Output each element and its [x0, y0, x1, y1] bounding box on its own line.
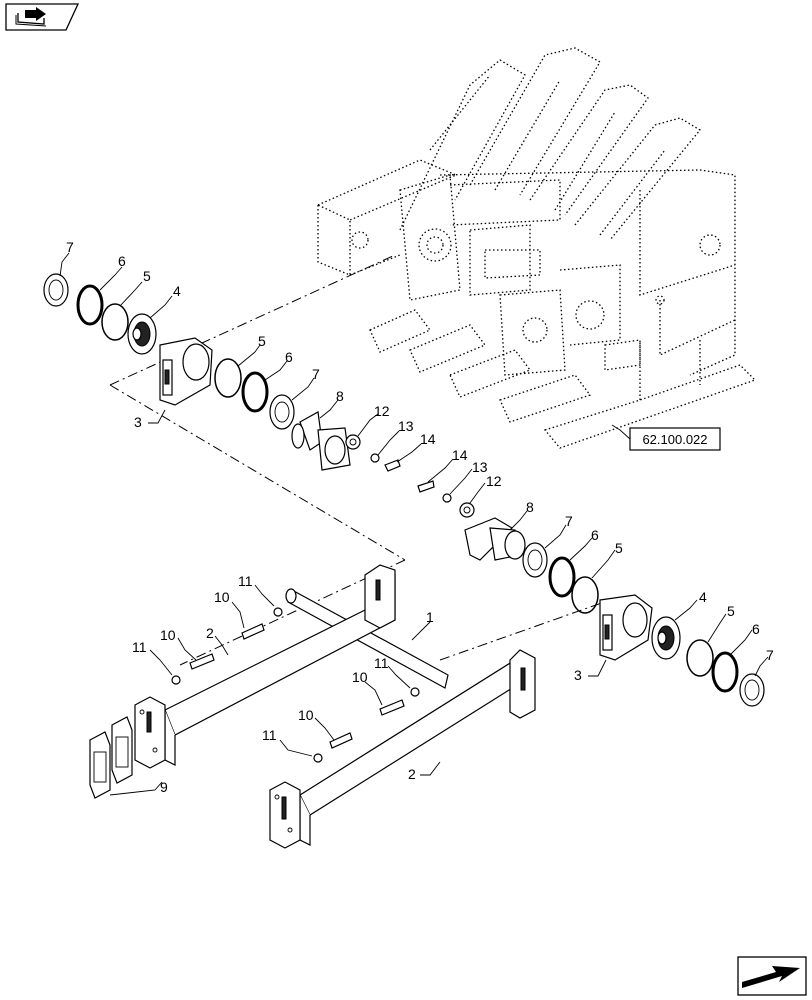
cross-bar — [285, 588, 449, 689]
callout-label: 12 — [486, 473, 502, 489]
callout-label: 5 — [615, 540, 623, 556]
reference-label: 62.100.022 — [642, 432, 707, 447]
callout-label: 8 — [526, 499, 534, 515]
callout-label: 7 — [565, 513, 573, 529]
callout-labels: 7 6 5 4 3 5 6 7 8 12 13 14 14 13 12 8 7 … — [66, 239, 774, 795]
callout-label: 8 — [336, 388, 344, 404]
callout-label: 11 — [132, 639, 147, 655]
callout-label: 10 — [214, 589, 230, 605]
callout-label: 9 — [160, 779, 168, 795]
reference-box[interactable]: 62.100.022 — [611, 424, 721, 451]
callout-label: 3 — [134, 414, 142, 430]
callout-label: 6 — [591, 527, 599, 543]
callout-label: 7 — [312, 366, 320, 382]
callout-label: 2 — [408, 766, 416, 782]
callout-label: 12 — [374, 403, 390, 419]
plates — [89, 716, 133, 799]
left-beam — [134, 564, 396, 769]
alignment-lines — [109, 254, 611, 666]
callout-label: 7 — [66, 239, 74, 255]
callout-label: 11 — [238, 573, 253, 589]
callout-label: 5 — [258, 333, 266, 349]
callout-label: 6 — [285, 349, 293, 365]
callout-label: 4 — [699, 589, 707, 605]
background-assembly — [317, 47, 757, 449]
callout-label: 11 — [262, 727, 277, 743]
callout-label: 3 — [574, 667, 582, 683]
callout-label: 10 — [352, 669, 368, 685]
callout-label: 5 — [143, 268, 151, 284]
callout-label: 10 — [160, 627, 176, 643]
fasteners — [171, 607, 420, 763]
callout-label: 5 — [727, 603, 735, 619]
callout-label: 6 — [752, 621, 760, 637]
leader-lines — [59, 252, 769, 796]
right-beam — [269, 649, 536, 849]
callout-label: 4 — [173, 283, 181, 299]
next-arrow-icon[interactable] — [737, 956, 807, 996]
callout-label: 10 — [298, 707, 314, 723]
callout-label: 1 — [426, 609, 434, 625]
right-bearing-stack — [417, 480, 765, 707]
callout-label: 13 — [398, 418, 414, 434]
callout-label: 11 — [374, 655, 389, 671]
left-bearing-stack — [43, 273, 401, 472]
callout-label: 6 — [118, 253, 126, 269]
book-arrow-icon[interactable] — [5, 3, 80, 31]
callout-label: 7 — [766, 647, 774, 663]
callout-label: 2 — [206, 625, 214, 641]
callout-label: 14 — [452, 447, 468, 463]
callout-label: 14 — [420, 431, 436, 447]
callout-label: 13 — [472, 459, 488, 475]
